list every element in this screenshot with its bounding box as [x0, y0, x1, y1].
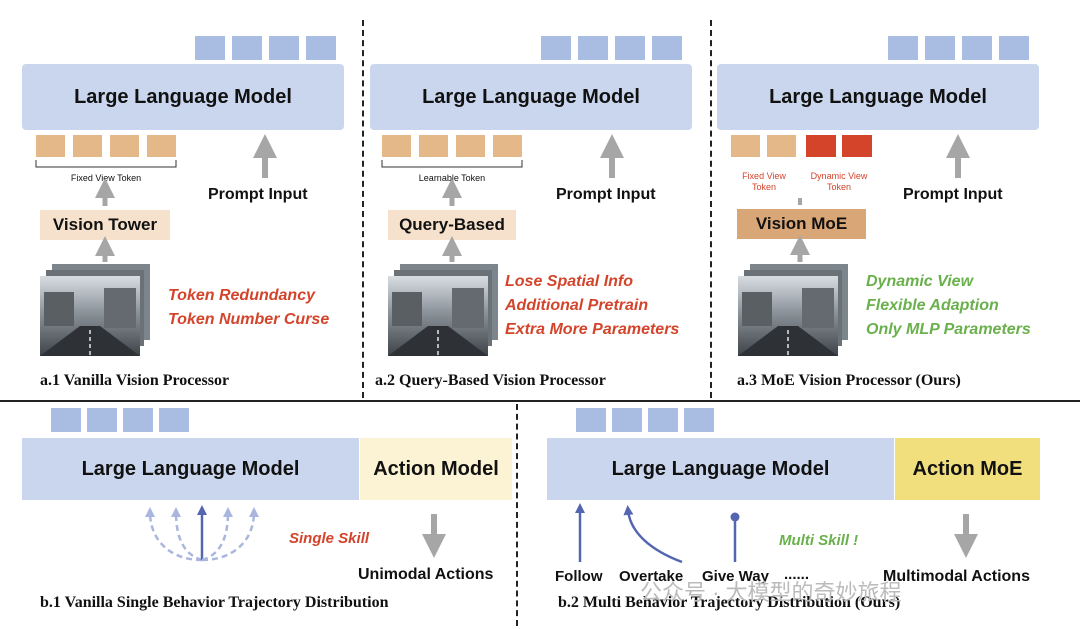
bottom-graphics [145, 503, 978, 564]
prompt-label: Prompt Input [208, 186, 308, 203]
behavior-give-way: Give Way [702, 568, 769, 585]
separator-top-bottom [0, 400, 1080, 402]
input-token [73, 135, 102, 157]
input-token [382, 135, 411, 157]
output-token [269, 36, 299, 60]
give-way-stop-dot [730, 512, 740, 522]
prompt-label: Prompt Input [556, 186, 656, 203]
output-token [195, 36, 225, 60]
panel-caption: b.2 Multi Behavior Trajectory Distributi… [558, 594, 901, 611]
output-token [615, 36, 645, 60]
fixed-view-token [731, 135, 760, 157]
benefit-text: Flexible Adaption [866, 297, 999, 314]
panel-caption: a.3 MoE Vision Processor (Ours) [737, 372, 961, 389]
output-token [652, 36, 682, 60]
skill-label: Single Skill [289, 530, 370, 547]
output-token [541, 36, 571, 60]
issue-text: Lose Spatial Info [505, 273, 634, 290]
benefit-text: Dynamic View [866, 273, 974, 290]
llm-box: Large Language Model [22, 64, 344, 130]
output-token [888, 36, 918, 60]
output-token [684, 408, 714, 432]
benefit-list: Dynamic View Flexible Adaption Only MLP … [866, 270, 1031, 342]
output-token [962, 36, 992, 60]
input-token [493, 135, 522, 157]
issue-text: Token Redundancy [168, 287, 315, 304]
output-token [306, 36, 336, 60]
watermark: 公众号 · 大模型的奇妙旅程 [640, 580, 902, 605]
output-token [576, 408, 606, 432]
camera-image-stack [738, 264, 848, 356]
llm-box: Large Language Model [370, 64, 692, 130]
input-token [419, 135, 448, 157]
issue-list: Lose Spatial Info Additional Pretrain Ex… [505, 270, 679, 342]
output-token [999, 36, 1029, 60]
panel-caption: b.1 Vanilla Single Behavior Trajectory D… [40, 594, 389, 611]
behavior-follow: Follow [555, 568, 603, 585]
output-token [925, 36, 955, 60]
llm-box: Large Language Model [717, 64, 1039, 130]
camera-image-stack [388, 264, 498, 356]
output-label: Multimodal Actions [883, 568, 1030, 585]
separator-b1-b2 [516, 404, 518, 626]
output-token [232, 36, 262, 60]
token-bracket [35, 160, 177, 168]
issue-text: Additional Pretrain [505, 297, 649, 314]
input-token [36, 135, 65, 157]
input-token [147, 135, 176, 157]
separator-a1-a2 [362, 20, 364, 398]
action-moe-box: Action MoE [895, 438, 1040, 500]
panel-caption: a.2 Query-Based Vision Processor [375, 372, 606, 389]
arrow-overtake [623, 505, 683, 564]
panel-caption: a.1 Vanilla Vision Processor [40, 372, 230, 389]
output-token [612, 408, 642, 432]
fixed-token-label: Fixed View Token [742, 171, 786, 192]
camera-image-stack [40, 264, 150, 356]
output-token [87, 408, 117, 432]
output-token [51, 408, 81, 432]
output-label: Unimodal Actions [358, 566, 494, 583]
single-skill-fan [145, 505, 259, 562]
behavior-overtake: Overtake [619, 568, 684, 585]
action-model-box: Action Model [360, 438, 512, 500]
output-token [648, 408, 678, 432]
input-token [110, 135, 139, 157]
token-bracket [381, 160, 523, 168]
processor-box: Query-Based [388, 210, 516, 240]
issue-text: Extra More Parameters [505, 321, 680, 338]
processor-box: Vision Tower [40, 210, 170, 240]
output-token [159, 408, 189, 432]
dynamic-view-token [806, 135, 836, 157]
llm-box: Large Language Model [22, 438, 359, 500]
separator-a2-a3 [710, 20, 712, 398]
dynamic-token-label: Dynamic View Token [810, 171, 868, 192]
processor-box: Vision MoE [737, 209, 866, 239]
output-token [123, 408, 153, 432]
issue-list: Token Redundancy Token Number Curse [168, 284, 329, 332]
output-token [578, 36, 608, 60]
dynamic-view-token [842, 135, 872, 157]
issue-text: Token Number Curse [168, 311, 330, 328]
llm-box: Large Language Model [547, 438, 894, 500]
skill-label: Multi Skill ! [779, 532, 859, 549]
prompt-label: Prompt Input [903, 186, 1003, 203]
fixed-view-token [767, 135, 796, 157]
behavior-more: ...... [784, 566, 810, 583]
top-graphics [35, 134, 970, 356]
input-token [456, 135, 485, 157]
benefit-text: Only MLP Parameters [866, 321, 1031, 338]
